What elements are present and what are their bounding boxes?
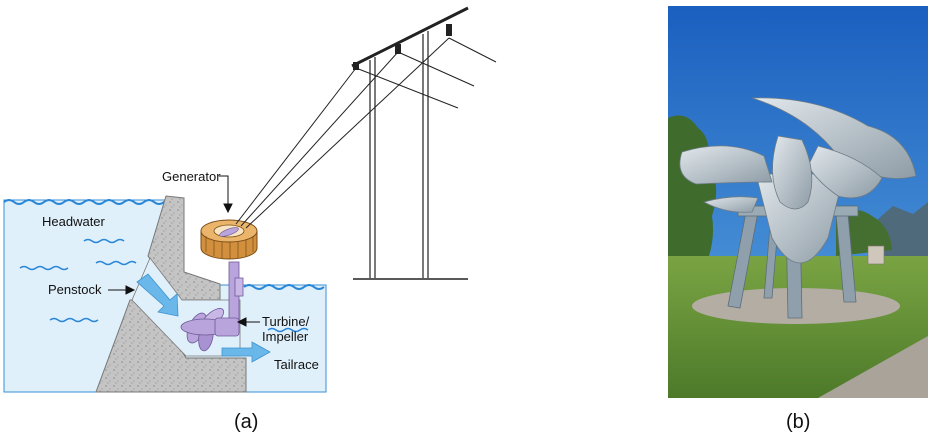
label-tailrace: Tailrace	[274, 357, 319, 372]
photo-shed	[867, 245, 885, 265]
photo-walkway	[818, 336, 928, 398]
caption-b: (b)	[786, 411, 810, 433]
label-turbine-line1: Turbine/	[262, 314, 310, 329]
headwater-surface	[3, 199, 175, 205]
turbine-photo	[668, 6, 928, 398]
label-generator: Generator	[162, 169, 221, 184]
shaft-coupling	[234, 277, 244, 297]
tailrace-surface	[243, 284, 325, 290]
power-pole	[351, 6, 469, 280]
label-turbine-line2: Impeller	[262, 329, 309, 344]
caption-a: (a)	[234, 411, 258, 433]
insulators	[353, 24, 452, 70]
transmission-wires	[235, 37, 497, 229]
panel-a-diagram: Generator Headwater Penstock Turbine/ Im…	[3, 6, 497, 433]
photo-turbine-blades	[679, 97, 917, 213]
panel-b-photo: (b)	[668, 6, 928, 433]
label-headwater: Headwater	[42, 214, 106, 229]
penstock-flow-arrow	[136, 273, 179, 317]
label-penstock: Penstock	[48, 282, 102, 297]
callout-lines	[108, 175, 260, 327]
dam-lower-block	[95, 299, 247, 393]
turbine-impeller	[180, 308, 240, 352]
water-ripples	[19, 238, 309, 333]
tailrace-flow-arrow	[221, 341, 271, 363]
generator	[200, 219, 258, 260]
